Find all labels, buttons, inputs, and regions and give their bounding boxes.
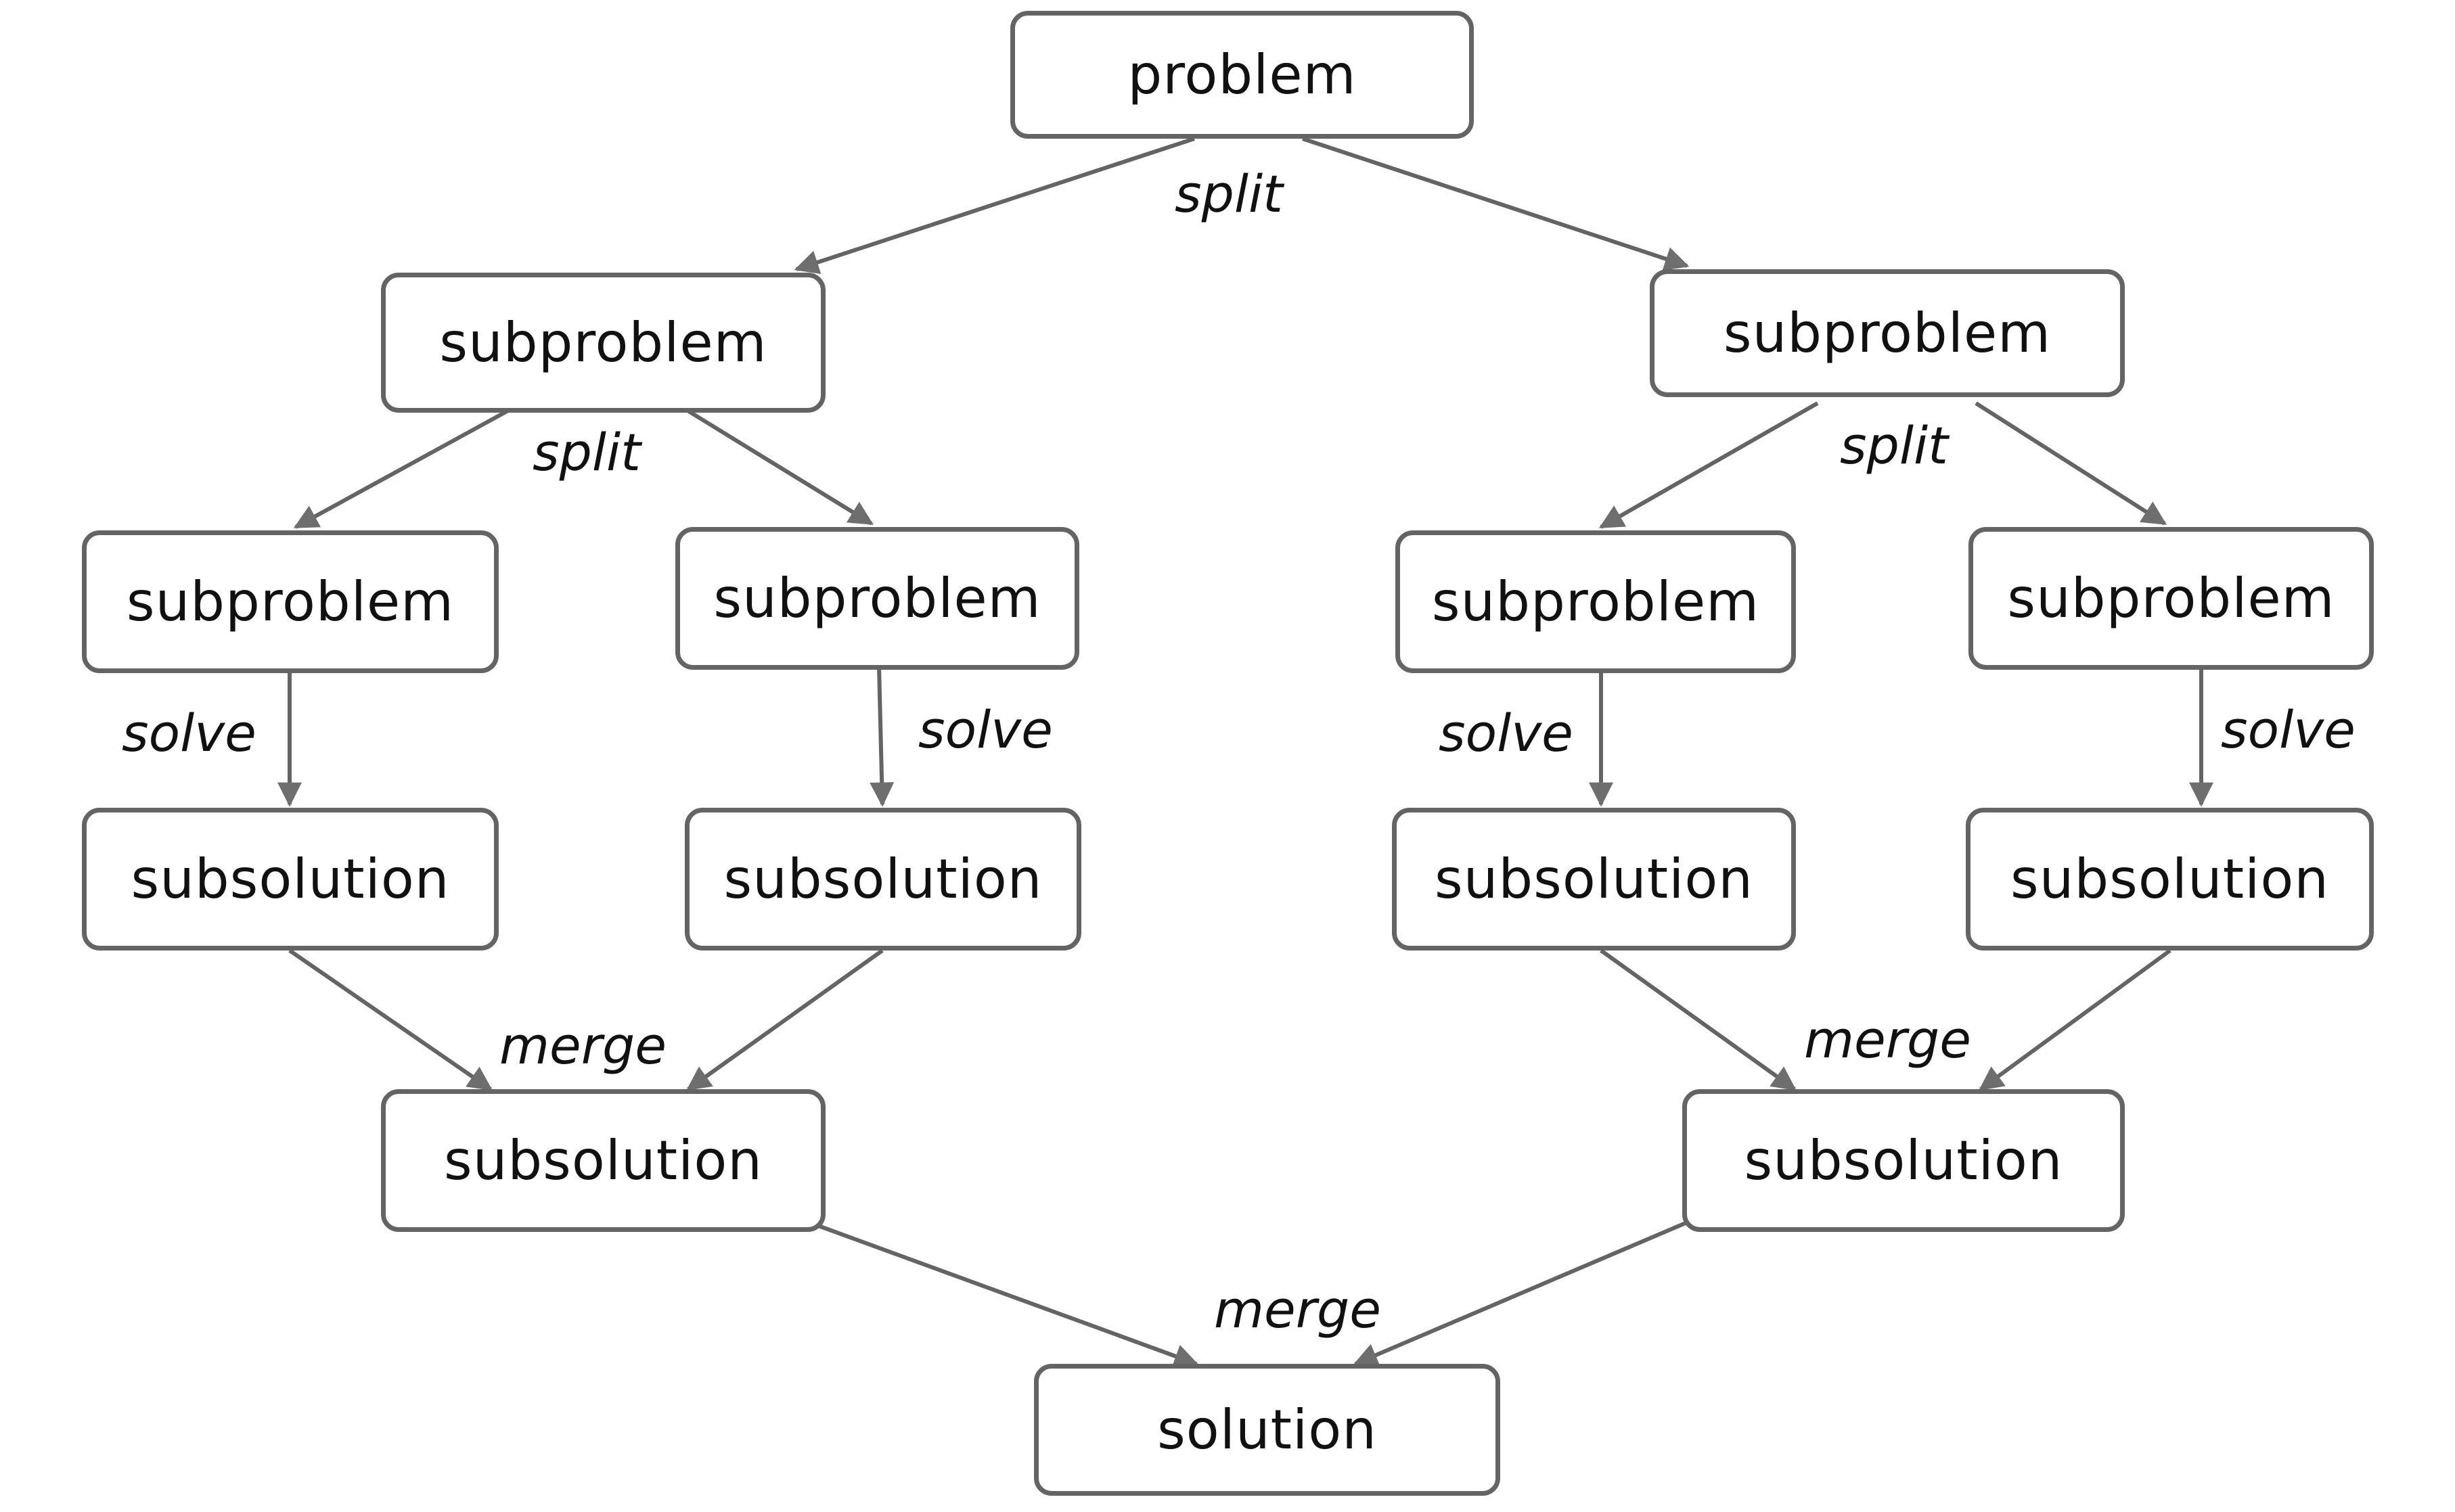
subsolution-left-label: subsolution: [444, 1129, 763, 1192]
subproblem-rl-node: subproblem: [1395, 530, 1796, 673]
subproblem-rr-node: subproblem: [1968, 527, 2374, 670]
subsolution-ll-label: subsolution: [131, 848, 450, 911]
subsolution-rr-node: subsolution: [1966, 808, 2374, 950]
arrow-subproblem-right-to-rl: [1598, 401, 1819, 529]
arrow-subsolution-rr-to-right: [1979, 948, 2171, 1091]
arrow-subsolution-left-to-solution: [808, 1220, 1199, 1368]
subsolution-left-node: subsolution: [381, 1089, 826, 1232]
subproblem-rr-label: subproblem: [2007, 567, 2335, 630]
arrow-problem-to-subproblem-right: [1302, 137, 1690, 271]
solution-label: solution: [1157, 1398, 1377, 1461]
subproblem-left-label: subproblem: [439, 311, 767, 374]
arrow-subproblem-right-to-rr: [1975, 401, 2167, 526]
arrow-subsolution-ll-to-left: [288, 948, 493, 1091]
subproblem-right-node: subproblem: [1650, 269, 2125, 397]
merge-label-right: merge: [1804, 1009, 1972, 1070]
split-label-left: split: [533, 422, 641, 482]
arrow-subproblem-left-to-lr: [681, 405, 874, 526]
solve-label-lr: solve: [918, 700, 1053, 760]
solve-label-rl: solve: [1439, 703, 1573, 763]
subproblem-lr-node: subproblem: [675, 527, 1079, 670]
subproblem-lr-label: subproblem: [713, 567, 1041, 630]
merge-label-left: merge: [499, 1015, 667, 1076]
subproblem-rl-label: subproblem: [1431, 570, 1760, 633]
arrow-problem-to-subproblem-left: [794, 137, 1195, 274]
arrow-subproblem-left-to-ll: [293, 405, 516, 529]
subsolution-lr-node: subsolution: [685, 808, 1081, 950]
subsolution-rl-label: subsolution: [1435, 848, 1753, 911]
subsolution-right-label: subsolution: [1744, 1129, 2063, 1192]
arrow-subsolution-lr-to-left: [686, 948, 884, 1091]
arrow-subproblem-lr-to-subsolution-lr: [870, 666, 895, 807]
subproblem-ll-node: subproblem: [82, 530, 499, 673]
subsolution-lr-label: subsolution: [723, 848, 1043, 911]
arrow-subsolution-right-to-solution: [1353, 1220, 1688, 1367]
solve-label-rr: solve: [2221, 700, 2356, 760]
problem-label: problem: [1127, 43, 1357, 106]
subproblem-left-node: subproblem: [381, 273, 826, 413]
subsolution-ll-node: subsolution: [82, 808, 499, 950]
subsolution-right-node: subsolution: [1682, 1089, 2125, 1232]
subproblem-right-label: subproblem: [1723, 302, 2052, 365]
merge-label-bottom: merge: [1214, 1279, 1382, 1339]
solve-label-ll: solve: [122, 703, 256, 763]
subproblem-ll-label: subproblem: [126, 570, 455, 633]
solution-node: solution: [1034, 1364, 1500, 1496]
problem-node: problem: [1010, 11, 1474, 139]
split-label-top: split: [1175, 164, 1283, 224]
subsolution-rr-label: subsolution: [2010, 848, 2329, 911]
subsolution-rl-node: subsolution: [1392, 808, 1796, 950]
arrow-subsolution-rl-to-right: [1600, 948, 1797, 1091]
split-label-right: split: [1840, 415, 1948, 476]
